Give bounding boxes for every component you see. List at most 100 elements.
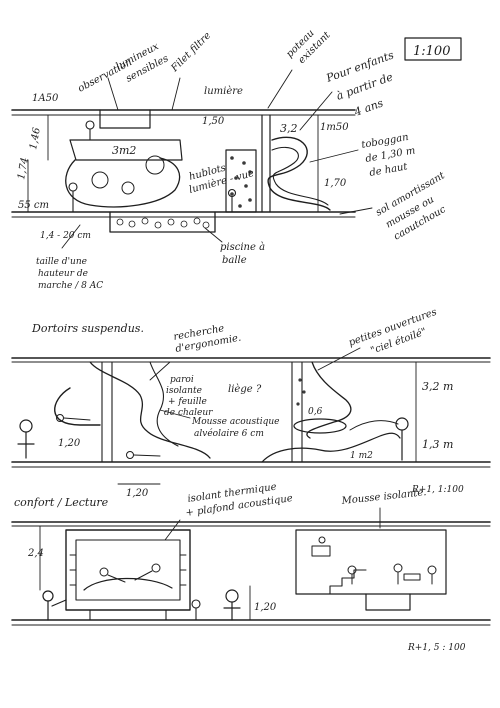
corner-tag: 1A50 [32,93,59,104]
climbing-wall [225,149,257,213]
leader-sol [339,207,373,215]
ball-pit-balls [116,217,210,229]
dim-170: 1,70 [324,178,347,189]
adult-figure-s3 [42,590,67,621]
label-mousse-rec: Mousse isolante. [340,487,427,507]
dim-3: 3,2 [280,122,298,135]
sleep-pod-right-wave [261,432,401,463]
dim-55cm: 55 cm [18,200,49,211]
label-ans: 4 ans [352,96,386,119]
label-paroi-1: paroi [170,375,194,385]
label-1m2: 1 m2 [350,451,373,461]
reading-box-base [89,609,167,621]
reading-figure-right-1 [347,565,357,585]
leader-petites [317,347,361,371]
label-taille-1: taille d'une [36,257,87,267]
label-taille-3: marche / 8 AC [38,281,103,291]
label-paroi-2: isolante [166,386,202,396]
dim-1m50: 1m50 [320,122,349,133]
mezzanine-pit [365,593,411,611]
label-3m2: 3m2 [112,144,136,157]
table-top-left [311,536,331,557]
spiral-slide-inner [271,146,329,206]
climbing-holds [230,156,252,208]
label-filet-filtre: Filet filtre [169,30,214,75]
observation-pod [99,109,151,129]
label-toboggan-3: de haut [369,161,410,179]
hublot-window-2 [121,181,135,195]
leader-toboggan [309,149,359,163]
reading-box-outer [65,529,191,611]
hublot-window-1 [91,171,109,189]
child-figure-wall [227,188,237,213]
scale-label-mid: R+1, 1:100 [411,485,464,495]
leader-recherche [149,361,171,381]
reading-box-inner [75,539,181,601]
dim-120-s3: 1,20 [254,602,277,613]
label-piscine-1: piscine à [220,242,265,253]
dim-120-bot: 1,20 [126,488,149,499]
pillar-left [101,361,113,463]
dim-13m: 1,3 m [422,438,453,451]
section-lecture: confort / Lecture [11,482,491,653]
leader-filet [171,77,181,111]
child-figure-left [68,182,78,213]
child-figure-platform [85,120,95,141]
dim-146: 1,46 [28,126,43,150]
upper-platform [69,139,183,161]
adult-figure-right [395,417,409,461]
label-taille-2: hauteur de [38,269,88,279]
label-paroi-3: + feuille [168,397,207,407]
dim-174: 1,74 [16,157,31,181]
leader-taille [61,224,81,249]
label-mousse-2: alvéolaire 6 cm [194,428,264,439]
dim-120-left: 1,20 [58,438,81,449]
pillar-right [291,361,303,463]
hublot-capsule [65,157,181,208]
star-openings [296,378,306,406]
reading-cushion [83,577,173,591]
sleep-pod-right-wave-2 [349,420,399,431]
mezzanine-box [295,529,447,595]
leader-enfants [299,91,333,131]
sleep-pod-right-top [293,418,347,434]
sleeping-child-left [56,414,91,422]
section-2-title: Dortoirs suspendus. [31,322,144,335]
dim-1120: 1,4 - 20 cm [40,231,91,241]
scale-box-top [404,37,462,61]
label-mousse-1: Mousse acoustique [191,417,279,427]
section-3-title: confort / Lecture [14,496,109,509]
reading-figure-right-2 [393,563,421,585]
dim-32m: 3,2 m [422,380,453,393]
leader-mousse [159,409,191,419]
dim-150: 1,50 [202,116,225,127]
spiral-slide [267,136,331,211]
reading-figure-right-3 [427,565,437,585]
label-liege: liège ? [228,384,262,395]
label-lumiere: lumière [204,86,243,97]
sleeping-child-mid [126,451,161,459]
bookshelf-left [69,554,77,586]
leader-poteau [267,69,293,109]
leader-isolant [164,519,181,541]
dim-06: 0,6 [308,407,323,417]
label-piscine-2: balle [222,255,247,266]
adult-figure-s3-b [223,589,241,621]
sleep-pod-left-shell [89,361,211,459]
scale-label-top: 1:100 [413,44,450,59]
adult-figure-left [17,419,35,459]
sleep-pod-left [54,387,101,426]
leader-observation [107,77,119,111]
scale-label-bot: R+1, 5 : 100 [407,643,466,653]
leader-piscine [204,227,223,243]
child-figure-s3-a [191,599,201,621]
hublot-window-3 [145,155,165,175]
sleep-pod-right-shell [306,361,352,439]
ball-pit [109,211,216,233]
bookshelf-right [179,554,187,586]
section-play-area: 1:100 1A50 [11,28,462,291]
section-dortoirs: Dortoirs suspendus. [11,307,491,499]
reading-child-1 [99,567,126,583]
mezzanine-stairs [329,569,367,595]
